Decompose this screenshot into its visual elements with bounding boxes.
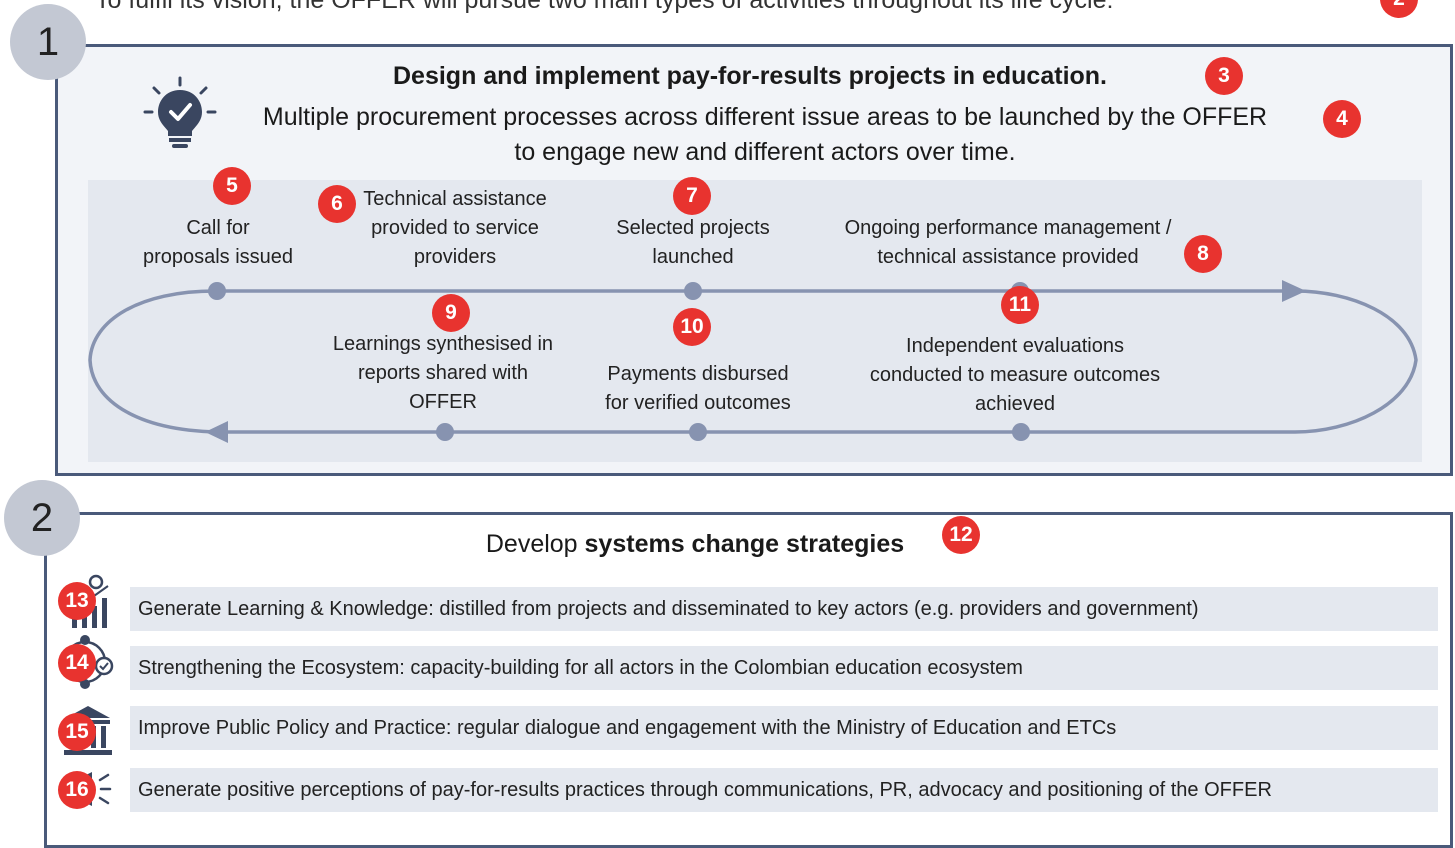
marker-7: 7 <box>673 177 711 215</box>
step-line: Learnings synthesised in <box>332 333 554 355</box>
strategy-row-learning: Generate Learning & Knowledge: distilled… <box>130 587 1438 631</box>
step-line: Call for <box>186 217 250 239</box>
step-line: provided to service <box>371 217 539 239</box>
lightbulb-icon <box>143 76 217 148</box>
step-line: providers <box>413 246 497 268</box>
step-line: for verified outcomes <box>605 392 791 414</box>
section-1-number: 1 <box>10 4 86 80</box>
marker-11: 11 <box>1001 286 1039 324</box>
section-1-title: Design and implement pay-for-results pro… <box>392 62 1107 90</box>
step-call-for-proposals: Call for proposals issued <box>118 214 318 272</box>
marker-16: 16 <box>58 771 96 809</box>
section-2-number: 2 <box>4 480 80 556</box>
marker-3: 3 <box>1205 57 1243 95</box>
step-line: reports shared with <box>357 362 529 384</box>
title-plain: Develop <box>485 530 585 558</box>
marker-12: 12 <box>942 516 980 554</box>
step-line: proposals issued <box>142 246 294 268</box>
step-line: launched <box>652 246 734 268</box>
subtitle-line-2: to engage new and different actors over … <box>514 138 1016 166</box>
marker-10: 10 <box>673 308 711 346</box>
section-1-subtitle: Multiple procurement processes across di… <box>200 100 1330 170</box>
marker-14: 14 <box>58 644 96 682</box>
step-independent-evaluations: Independent evaluations conducted to mea… <box>840 332 1190 419</box>
section-2-title: Develop systems change strategies <box>330 530 1060 559</box>
strategy-row-public-policy: Improve Public Policy and Practice: regu… <box>130 706 1438 750</box>
step-projects-launched: Selected projects launched <box>593 214 793 272</box>
marker-2: 2 <box>1380 0 1418 18</box>
strategy-row-perceptions: Generate positive perceptions of pay-for… <box>130 768 1438 812</box>
step-line: Independent evaluations <box>906 335 1124 357</box>
title-bold: systems change strategies <box>584 530 905 558</box>
marker-6: 6 <box>318 185 356 223</box>
project-cycle-panel <box>88 180 1422 462</box>
step-line: achieved <box>974 393 1056 415</box>
marker-15: 15 <box>58 713 96 751</box>
step-line: technical assistance provided <box>877 246 1139 268</box>
step-line: Ongoing performance management / <box>844 217 1172 239</box>
step-performance-management: Ongoing performance management / technic… <box>818 214 1198 272</box>
marker-13: 13 <box>58 582 96 620</box>
step-payments-disbursed: Payments disbursed for verified outcomes <box>578 360 818 418</box>
step-technical-assistance: Technical assistance provided to service… <box>340 185 570 272</box>
header-text: To fulfil its vision, the OFFER will pur… <box>95 0 1114 14</box>
strategy-row-ecosystem: Strengthening the Ecosystem: capacity-bu… <box>130 646 1438 690</box>
step-line: Selected projects <box>616 217 770 239</box>
step-line: Technical assistance <box>363 188 547 210</box>
step-learnings-synthesised: Learnings synthesised in reports shared … <box>318 330 568 417</box>
step-line: Payments disbursed <box>607 363 789 385</box>
marker-9: 9 <box>432 294 470 332</box>
marker-8: 8 <box>1184 235 1222 273</box>
step-line: conducted to measure outcomes <box>869 364 1161 386</box>
subtitle-line-1: Multiple procurement processes across di… <box>262 103 1268 131</box>
marker-4: 4 <box>1323 100 1361 138</box>
step-line: OFFER <box>409 391 477 413</box>
marker-5: 5 <box>213 167 251 205</box>
